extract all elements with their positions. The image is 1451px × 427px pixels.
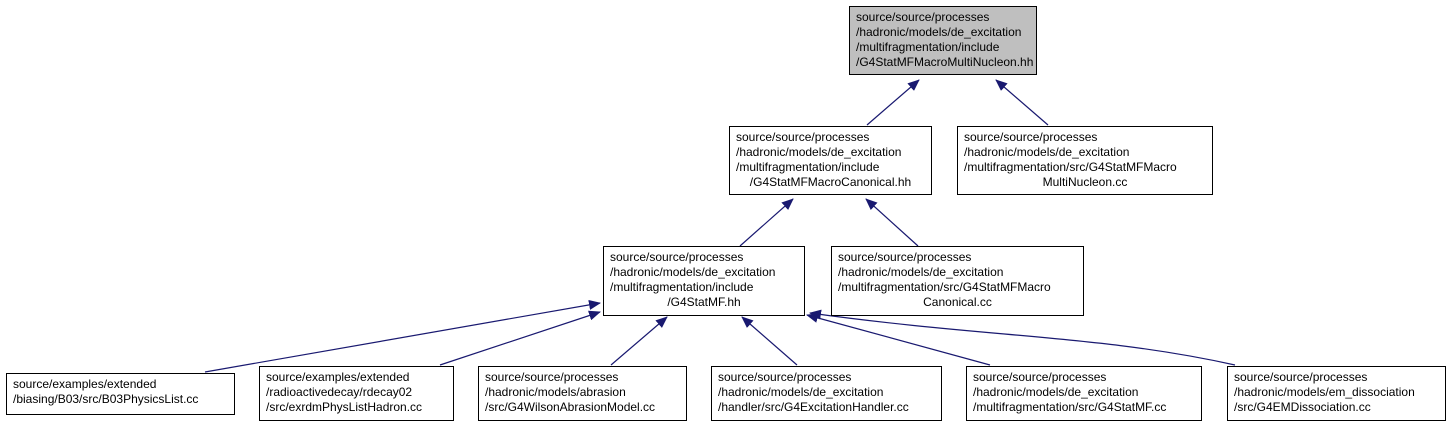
node-line: /multifragmentation/include	[610, 280, 754, 294]
edge-rdecay-to-statmf-hh	[439, 310, 601, 366]
edge-emdiss-to-statmf-hh	[809, 309, 1236, 366]
node-line: source/source/processes	[610, 250, 744, 264]
node-line: Canonical.cc	[923, 295, 992, 309]
node-line: source/source/processes	[973, 370, 1107, 384]
node-line: source/source/processes	[838, 250, 972, 264]
edge-canonical-hh-to-root	[866, 79, 920, 126]
node-line: source/source/processes	[964, 130, 1098, 144]
node-line: /hadronic/models/de_excitation	[718, 385, 884, 399]
node-line: /multifragmentation/include	[736, 160, 880, 174]
node-line: source/source/processes	[736, 130, 870, 144]
node-line: source/examples/extended	[13, 377, 157, 391]
edge-canonical-cc-to-canonical-hh	[865, 198, 919, 247]
node-line: /src/G4EMDissociation.cc	[1234, 400, 1371, 414]
edge-excitation-to-statmf-hh	[741, 316, 798, 366]
node-line: /src/exrdmPhysListHadron.cc	[266, 400, 423, 414]
node-line: MultiNucleon.cc	[1042, 175, 1128, 189]
node-line: /handler/src/G4ExcitationHandler.cc	[718, 400, 909, 414]
node-line: /hadronic/models/de_excitation	[610, 265, 776, 279]
node-line: /multifragmentation/src/G4StatMFMacro	[838, 280, 1051, 294]
node-line: /G4StatMF.hh	[667, 295, 741, 309]
node-line: /multifragmentation/src/G4StatMFMacro	[964, 160, 1177, 174]
node-line: /hadronic/models/de_excitation	[973, 385, 1139, 399]
node-g4statmfmacrocanonical-hh[interactable]: source/source/processes /hadronic/models…	[729, 126, 932, 195]
node-b03physicslist-cc[interactable]: source/examples/extended /biasing/B03/sr…	[6, 373, 235, 415]
node-line: /hadronic/models/em_dissociation	[1234, 385, 1415, 399]
node-g4emdissociation-cc[interactable]: source/source/processes /hadronic/models…	[1227, 366, 1446, 421]
node-g4statmfmacromultinucleon-hh: source/source/processes /hadronic/models…	[849, 6, 1037, 75]
node-line: /hadronic/models/abrasion	[485, 385, 626, 399]
node-line: /hadronic/models/de_excitation	[856, 25, 1022, 39]
node-exrdmphyslisthadron-cc[interactable]: source/examples/extended /radioactivedec…	[259, 366, 454, 421]
node-g4statmfmacrocanonical-cc[interactable]: source/source/processes /hadronic/models…	[831, 246, 1084, 316]
node-line: /G4StatMFMacroCanonical.hh	[749, 175, 912, 189]
node-line: /hadronic/models/de_excitation	[964, 145, 1130, 159]
node-line: source/source/processes	[485, 370, 619, 384]
node-line: source/source/processes	[1234, 370, 1368, 384]
node-g4wilsonabrasionmodel-cc[interactable]: source/source/processes /hadronic/models…	[478, 366, 687, 421]
node-g4statmfmacromultinucleon-cc[interactable]: source/source/processes /hadronic/models…	[957, 126, 1213, 195]
node-line: /biasing/B03/src/B03PhysicsList.cc	[13, 392, 199, 406]
edge-wilson-to-statmf-hh	[610, 316, 668, 366]
node-line: /hadronic/models/de_excitation	[838, 265, 1004, 279]
edge-b03-to-statmf-hh	[204, 299, 601, 373]
node-line: /src/G4WilsonAbrasionModel.cc	[485, 400, 656, 414]
node-line: /radioactivedecay/rdecay02	[266, 385, 413, 399]
node-line: /multifragmentation/src/G4StatMF.cc	[973, 400, 1167, 414]
edge-statmf-hh-to-canonical-hh	[739, 198, 794, 247]
edge-multinucleon-cc-to-root	[995, 79, 1049, 126]
node-line: /G4StatMFMacroMultiNucleon.hh	[856, 55, 1034, 69]
node-line: source/source/processes	[856, 10, 990, 24]
node-g4statmf-hh[interactable]: source/source/processes /hadronic/models…	[603, 246, 805, 316]
node-g4statmf-cc[interactable]: source/source/processes /hadronic/models…	[966, 366, 1202, 421]
node-g4excitationhandler-cc[interactable]: source/source/processes /hadronic/models…	[711, 366, 942, 421]
node-line: source/examples/extended	[266, 370, 410, 384]
node-line: /multifragmentation/include	[856, 40, 1000, 54]
node-line: /hadronic/models/de_excitation	[736, 145, 902, 159]
edge-statmf-cc-to-statmf-hh	[806, 313, 991, 366]
node-line: source/source/processes	[718, 370, 852, 384]
